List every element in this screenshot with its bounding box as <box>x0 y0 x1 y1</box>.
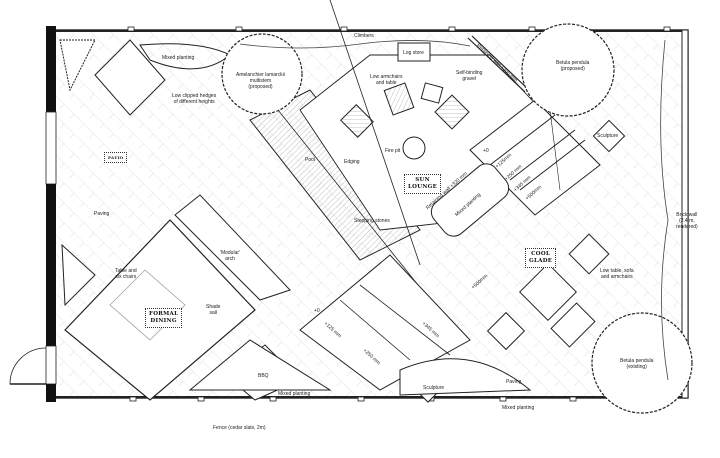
armchair-c <box>340 104 374 138</box>
label-pool: Pool <box>305 157 316 163</box>
label-low-clipped-hedges: Low clipped hedges of different heights <box>172 93 217 105</box>
betula-proposed-tree <box>521 23 615 117</box>
betula-existing-tree <box>591 312 693 414</box>
armchair-a <box>383 82 415 116</box>
label-mixed-planting-bottom: Mixed planting <box>502 405 535 411</box>
fire-pit <box>402 136 426 160</box>
label-brick-wall: Brick wall (2.4 m, rendered) <box>676 212 698 230</box>
label-paving-left: Paving <box>94 211 110 217</box>
label-amelanchier: Amelanchier lamarckii multistem (propose… <box>236 72 285 90</box>
label-bbq: BBQ <box>258 373 269 379</box>
house-wall <box>45 26 57 402</box>
door-swing <box>9 347 47 385</box>
label-betula-proposed: Betula pendula (proposed) <box>556 60 590 72</box>
label-climbers: Climbers <box>354 33 374 39</box>
armchair-b <box>434 94 470 130</box>
label-log-store: Log store <box>403 50 424 56</box>
label-low-table-sofa: Low table, sofa and armchairs <box>600 268 634 280</box>
low-table <box>519 263 577 321</box>
side-table <box>420 82 444 104</box>
zone-patio: PATIO <box>104 152 128 163</box>
climbers-right <box>660 39 669 381</box>
steps-upper <box>469 99 601 216</box>
label-table-chairs: Table and six chairs <box>115 268 137 280</box>
sofa <box>550 302 596 348</box>
hedge-bed-top-left <box>59 39 96 92</box>
armchair-1 <box>568 233 610 275</box>
label-mixed-planting-top: Mixed planting <box>162 55 195 61</box>
label-sculpture-top: Sculpture <box>597 133 619 139</box>
amelanchier-tree <box>221 33 303 115</box>
steps-lower <box>299 254 471 391</box>
label-sculpture-bottom: Sculpture <box>423 385 445 391</box>
label-stepping-stones: Stepping stones <box>354 218 390 224</box>
raised-planter <box>430 163 510 237</box>
fence-posts-top <box>127 26 671 32</box>
label-self-binding-gravel: Self-binding gravel <box>456 70 483 82</box>
label-level-0-top: +0 <box>483 148 489 154</box>
zone-sun-lounge: SUN LOUNGE <box>404 174 442 194</box>
armchair-2 <box>486 311 526 351</box>
planting-bottom-right <box>399 358 532 396</box>
log-store <box>397 42 431 62</box>
label-fire-pit: Fire pit <box>385 148 401 154</box>
label-betula-existing: Betula pendula (existing) <box>620 358 654 370</box>
dining-table <box>109 269 186 341</box>
label-level-0-low: +0 <box>314 308 320 314</box>
label-edging: Edging <box>344 159 360 165</box>
label-low-armchairs: Low armchairs and table <box>370 74 403 86</box>
trees <box>221 23 693 414</box>
brick-wall <box>681 29 689 399</box>
label-mixed-planting-bottom-left: Mixed planting <box>278 391 311 397</box>
label-paving-bottom: Paving <box>506 379 522 385</box>
planting-left <box>61 243 96 307</box>
climbers <box>239 40 471 49</box>
label-shade-sail: Shade sail <box>206 304 221 316</box>
sculpture-top-plinth <box>592 119 626 153</box>
planting-triangle-bottom <box>188 339 332 391</box>
label-modular-arch: 'Modular' arch <box>220 250 240 262</box>
zone-cool-glade: COOL GLADE <box>525 248 557 268</box>
hedge-bed-top <box>94 39 166 116</box>
modular-arch <box>174 194 291 301</box>
label-fence: Fence (cedar slats, 2m) <box>213 425 266 431</box>
zone-formal-dining: FORMAL DINING <box>145 308 183 328</box>
